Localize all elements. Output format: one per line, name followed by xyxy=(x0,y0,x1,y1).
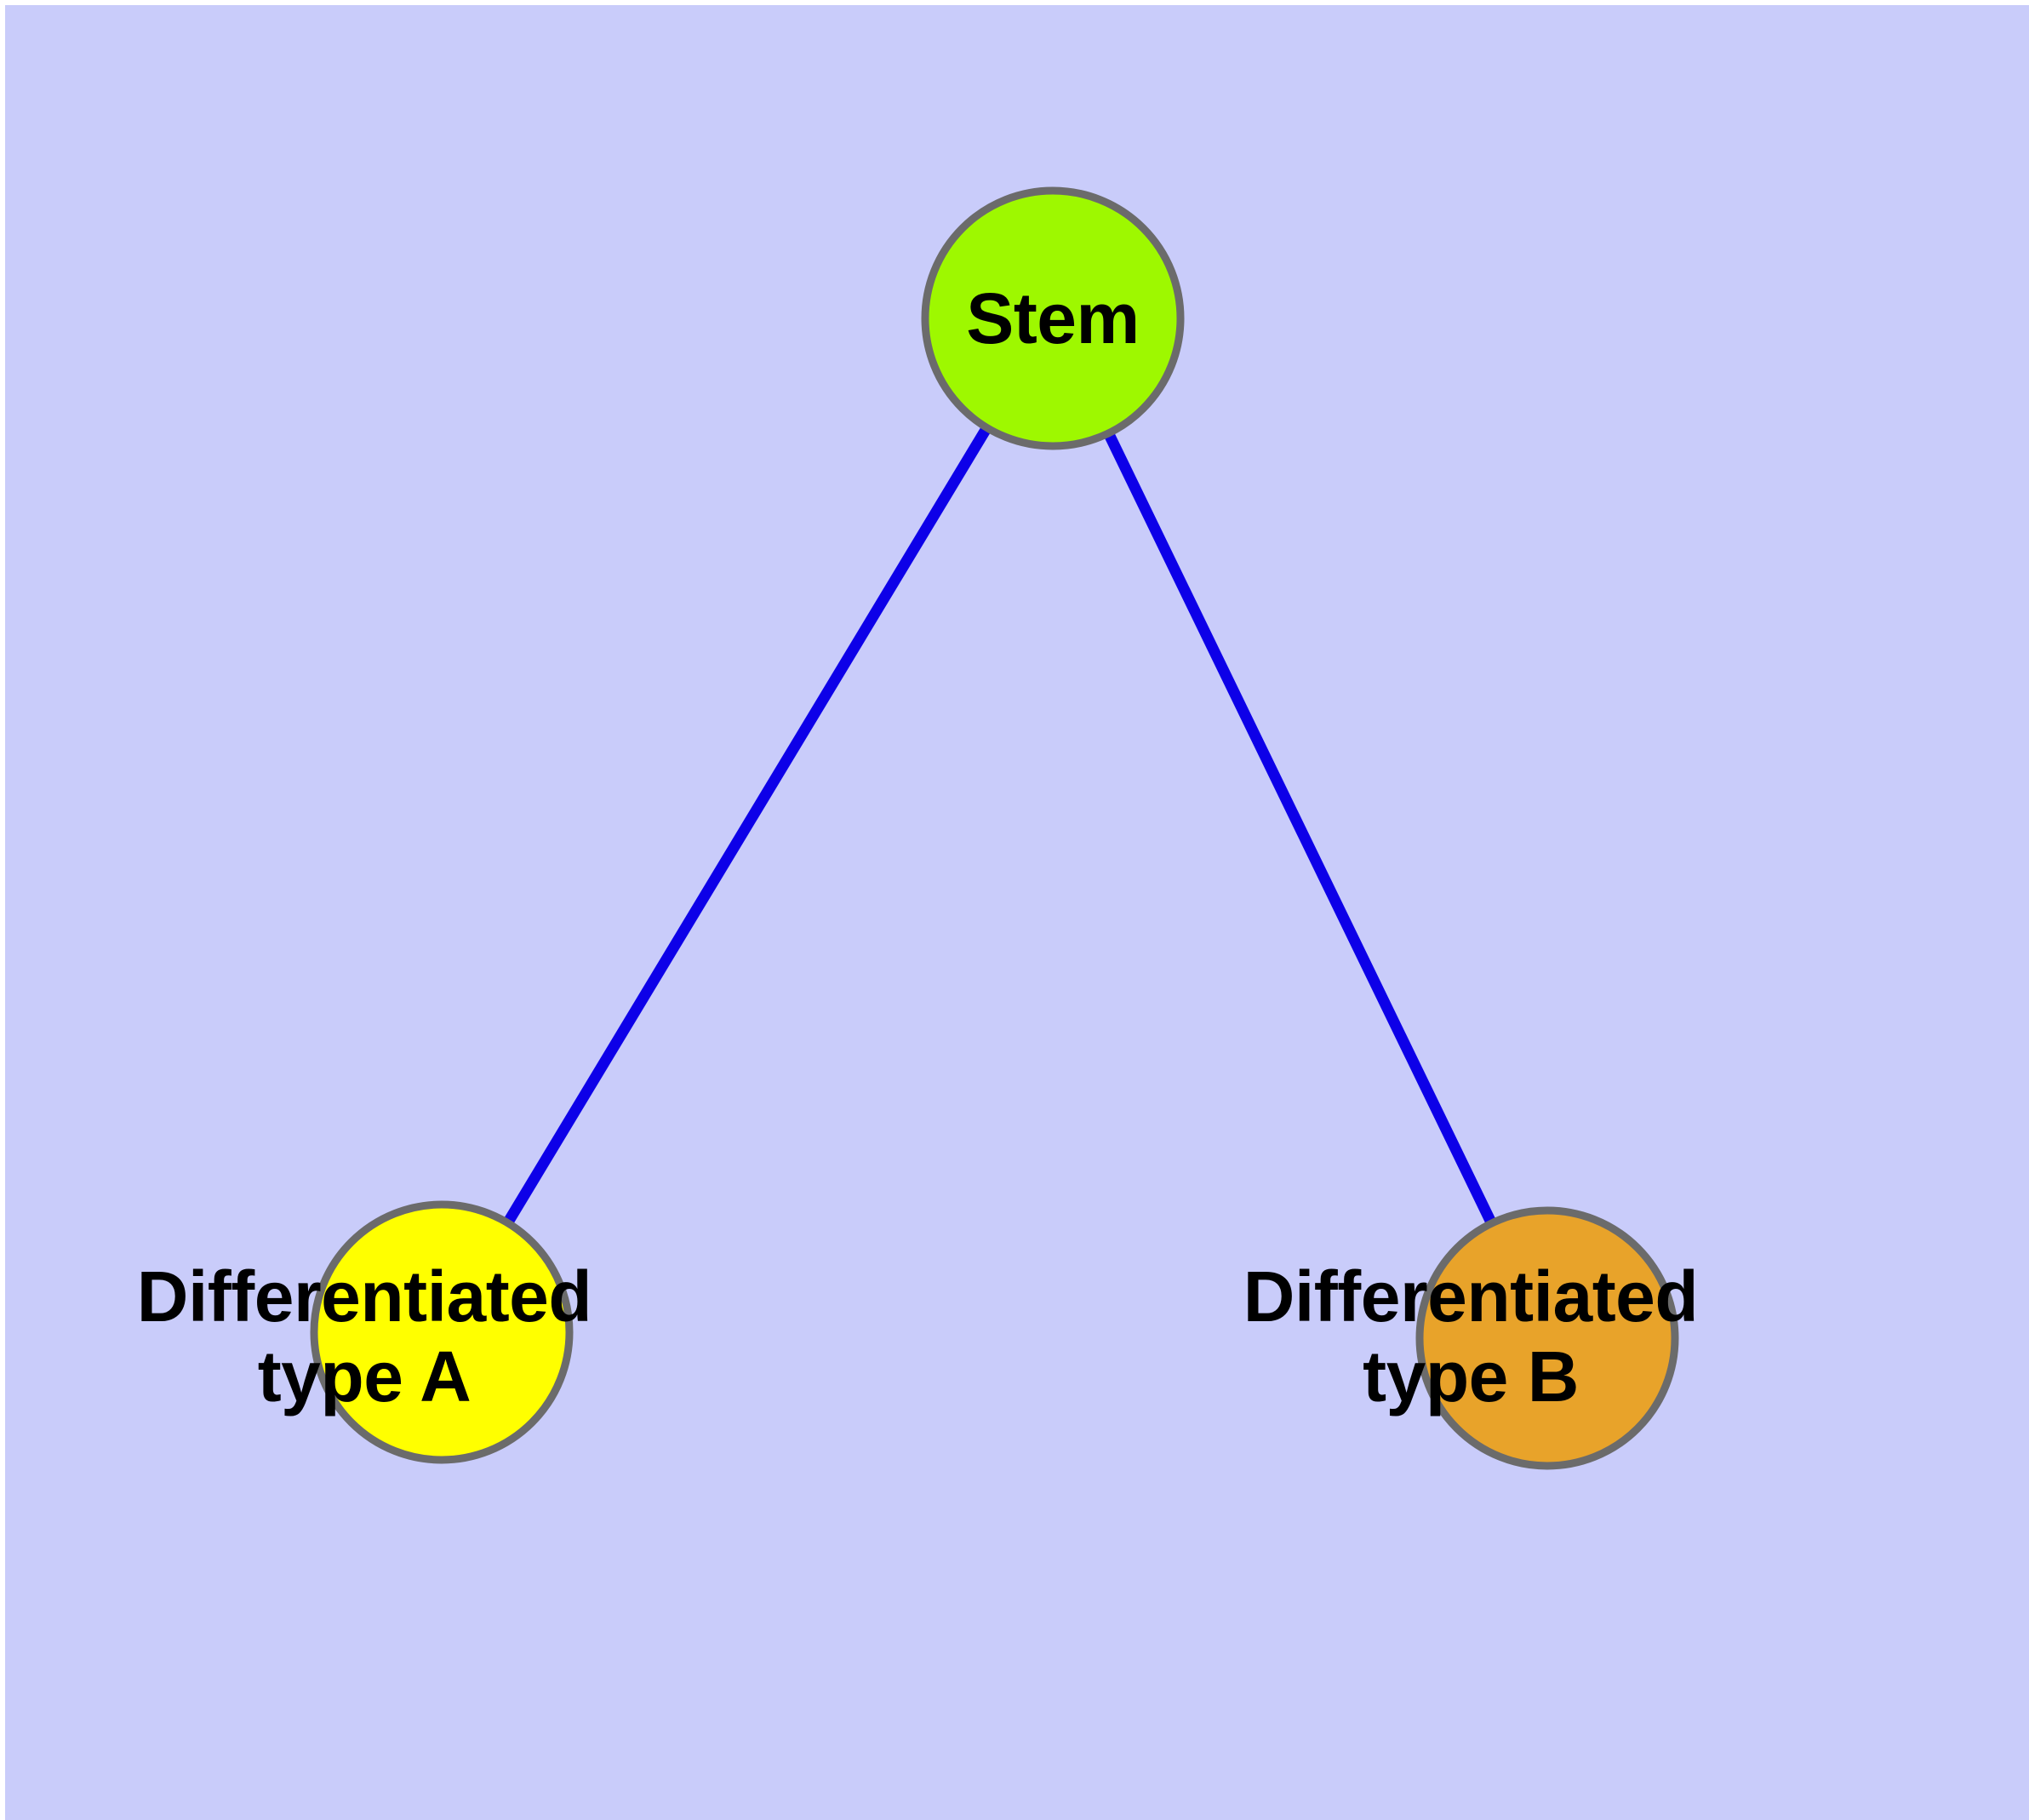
edge-stem-to-differentiated-type-b xyxy=(1104,432,1496,1225)
edge-stem-to-differentiated-type-a xyxy=(503,426,992,1225)
node-circle-differentiated-type-a[interactable] xyxy=(310,1200,574,1464)
edge-layer xyxy=(503,426,1496,1225)
node-circle-stem[interactable] xyxy=(921,186,1185,450)
node-layer xyxy=(310,186,1679,1470)
node-circle-differentiated-type-b[interactable] xyxy=(1415,1206,1679,1470)
graph-svg xyxy=(310,186,1679,1470)
